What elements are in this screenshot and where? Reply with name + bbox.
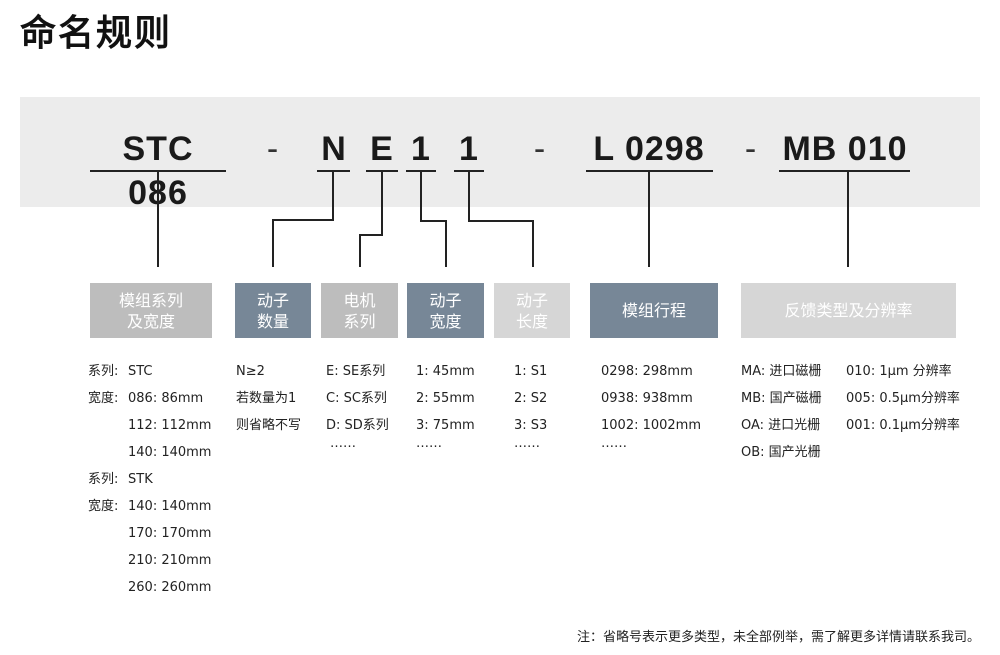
connector-width-a xyxy=(420,170,422,221)
list-item: D: SD系列 xyxy=(326,418,389,433)
list-item: 0938: 938mm xyxy=(601,391,693,406)
code-mover-length: 1 xyxy=(459,130,479,168)
connector-count-b xyxy=(272,219,334,221)
list-item: 0298: 298mm xyxy=(601,364,693,379)
connector-width-c xyxy=(445,220,447,267)
code-dash-3: - xyxy=(744,130,758,168)
feedback-type-list: MA: 进口磁栅 MB: 国产磁栅 OA: 进口光栅 OB: 国产光栅 xyxy=(741,358,822,466)
connector-stroke xyxy=(648,170,650,267)
mover-length-list: 1: S1 2: S2 3: S3 …… xyxy=(514,358,547,453)
list-item: 170: 170mm xyxy=(128,526,212,541)
list-item: …… xyxy=(330,436,356,451)
list-item: 1: S1 xyxy=(514,364,548,379)
list-item: OB: 国产光栅 xyxy=(741,445,821,460)
code-model: STC 086 xyxy=(122,130,194,212)
page-title: 命名规则 xyxy=(20,13,173,54)
module-list: 系列:STC 宽度:086: 86mm 112: 112mm 140: 140m… xyxy=(88,358,211,601)
connector-motor-c xyxy=(359,234,361,267)
list-item: 112: 112mm xyxy=(128,418,212,433)
connector-feedback xyxy=(847,170,849,267)
list-item: 3: S3 xyxy=(514,418,548,433)
label-stroke: 模组行程 xyxy=(590,283,718,338)
label-mover-length: 动子 长度 xyxy=(494,283,570,338)
connector-length-a xyxy=(468,170,470,221)
list-item: 010: 1μm 分辨率 xyxy=(846,364,952,379)
list-item: 宽度:140: 140mm xyxy=(88,499,212,514)
connector-motor-a xyxy=(381,170,383,235)
list-item: …… xyxy=(416,436,442,451)
label-feedback: 反馈类型及分辨率 xyxy=(741,283,956,338)
underline-feedback xyxy=(779,170,910,172)
list-item: MA: 进口磁栅 xyxy=(741,364,822,379)
mover-width-list: 1: 45mm 2: 55mm 3: 75mm …… xyxy=(416,358,475,453)
list-item: 005: 0.5μm分辨率 xyxy=(846,391,960,406)
list-item: 系列:STK xyxy=(88,472,153,487)
list-item: 3: 75mm xyxy=(416,418,475,433)
list-item: 1: 45mm xyxy=(416,364,475,379)
label-mover-count: 动子 数量 xyxy=(235,283,311,338)
list-item: 则省略不写 xyxy=(236,418,302,433)
code-band xyxy=(20,97,980,207)
connector-width-b xyxy=(420,220,447,222)
list-item: 001: 0.1μm分辨率 xyxy=(846,418,960,433)
label-mover-width: 动子 宽度 xyxy=(407,283,484,338)
stroke-list: 0298: 298mm 0938: 938mm 1002: 1002mm …… xyxy=(601,358,701,453)
connector-motor-b xyxy=(359,234,383,236)
code-dash-2: - xyxy=(533,130,547,168)
connector-length-b xyxy=(468,220,534,222)
list-item: …… xyxy=(514,436,540,451)
label-module-series: 模组系列 及宽度 xyxy=(90,283,212,338)
list-item: N≥2 xyxy=(236,364,265,379)
code-mover-width: 1 xyxy=(411,130,431,168)
list-item: 若数量为1 xyxy=(236,391,297,406)
list-item: OA: 进口光栅 xyxy=(741,418,821,433)
list-item: …… xyxy=(601,436,627,451)
list-item: E: SE系列 xyxy=(326,364,386,379)
list-item: 2: S2 xyxy=(514,391,548,406)
connector-model xyxy=(157,170,159,267)
footnote: 注：省略号表示更多类型，未全部例举，需了解更多详情请联系我司。 xyxy=(576,630,980,645)
connector-count-a xyxy=(332,170,334,220)
list-item: 1002: 1002mm xyxy=(601,418,702,433)
list-item: 210: 210mm xyxy=(128,553,212,568)
list-item: 140: 140mm xyxy=(128,445,212,460)
connector-length-c xyxy=(532,220,534,267)
code-mover-count: N xyxy=(321,130,347,168)
list-item: MB: 国产磁栅 xyxy=(741,391,822,406)
feedback-resolution-list: 010: 1μm 分辨率 005: 0.5μm分辨率 001: 0.1μm分辨率 xyxy=(846,358,960,439)
label-motor-series: 电机 系列 xyxy=(321,283,398,338)
connector-count-c xyxy=(272,219,274,267)
list-item: 260: 260mm xyxy=(128,580,212,595)
list-item: 2: 55mm xyxy=(416,391,475,406)
code-stroke: L 0298 xyxy=(593,130,705,168)
list-item: 宽度:086: 86mm xyxy=(88,391,204,406)
list-item: C: SC系列 xyxy=(326,391,387,406)
code-feedback: MB 010 xyxy=(782,130,908,168)
code-motor-series: E xyxy=(370,130,394,168)
list-item: 系列:STC xyxy=(88,364,153,379)
motor-series-list: E: SE系列 C: SC系列 D: SD系列 …… xyxy=(326,358,389,453)
code-dash-1: - xyxy=(266,130,280,168)
mover-count-list: N≥2 若数量为1 则省略不写 xyxy=(236,358,301,439)
